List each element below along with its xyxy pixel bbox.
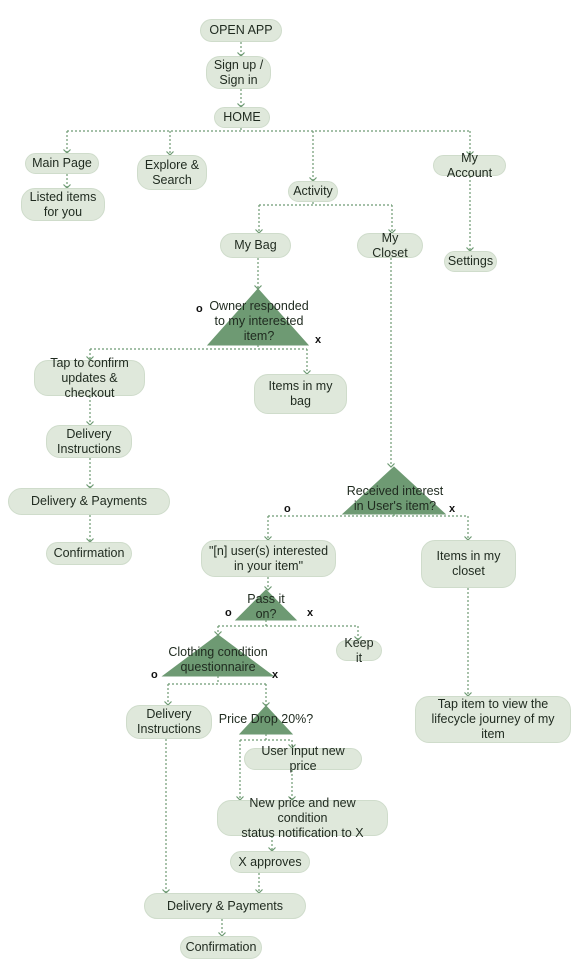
decision-price-drop-shape xyxy=(238,705,294,735)
home-node: HOME xyxy=(214,107,270,128)
yes-branch-mark: o xyxy=(196,303,203,315)
open-app-node: OPEN APP xyxy=(200,19,282,42)
decision-received-interest-label: Received interest in User's item? xyxy=(346,484,444,513)
delivery-instructions-1-node: Delivery Instructions xyxy=(46,425,132,458)
tap-to-confirm-node: Tap to confirm updates & checkout xyxy=(34,356,145,400)
explore-search-node: Explore & Search xyxy=(137,155,207,190)
settings-node: Settings xyxy=(444,251,497,272)
delivery-payments-1-node: Delivery & Payments xyxy=(8,488,170,515)
decision-price-drop-label: Price Drop 20%? xyxy=(218,711,314,726)
user-input-price-node: User input new price xyxy=(244,744,362,773)
my-account-node: My Account xyxy=(433,151,506,180)
decision-clothing-condition-label: Clothing condition questionnaire xyxy=(168,645,268,674)
items-in-bag-node: Items in my bag xyxy=(254,374,347,414)
my-bag-node: My Bag xyxy=(220,233,291,258)
activity-node: Activity xyxy=(288,181,338,202)
confirmation-2-node: Confirmation xyxy=(180,936,262,959)
delivery-payments-2-node: Delivery & Payments xyxy=(144,893,306,919)
yes-branch-mark: o xyxy=(151,669,158,681)
yes-branch-mark: o xyxy=(225,607,232,619)
no-branch-mark: x xyxy=(307,607,314,619)
yes-branch-mark: o xyxy=(284,503,291,515)
tap-item-lifecycle-node: Tap item to view the lifecycle journey o… xyxy=(415,696,571,743)
new-price-notification-node: New price and new condition status notif… xyxy=(217,796,388,840)
keep-it-node: Keep it xyxy=(336,636,382,665)
no-branch-mark: x xyxy=(272,669,279,681)
decision-owner-responded-label: Owner responded to my interested item? xyxy=(209,298,309,343)
my-closet-node: My Closet xyxy=(357,231,423,260)
listed-items-node: Listed items for you xyxy=(21,188,105,221)
arrowhead xyxy=(264,586,272,591)
arrowhead xyxy=(387,463,395,468)
confirmation-1-node: Confirmation xyxy=(46,542,132,565)
main-page-node: Main Page xyxy=(25,153,99,174)
delivery-instructions-2-node: Delivery Instructions xyxy=(126,705,212,739)
decision-owner-responded-shape xyxy=(206,288,310,346)
no-branch-mark: x xyxy=(449,503,456,515)
decision-pass-it-on-shape xyxy=(234,589,298,621)
no-branch-mark: x xyxy=(315,334,322,346)
decision-pass-it-on-label: Pass it on? xyxy=(247,592,285,621)
users-interested-node: "[n] user(s) interested in your item" xyxy=(201,540,336,577)
x-approves-node: X approves xyxy=(230,851,310,873)
decision-received-interest-shape xyxy=(341,466,447,515)
items-in-closet-node: Items in my closet xyxy=(421,540,516,588)
decision-clothing-condition-shape xyxy=(161,634,275,677)
sign-in-node: Sign up / Sign in xyxy=(206,56,271,89)
